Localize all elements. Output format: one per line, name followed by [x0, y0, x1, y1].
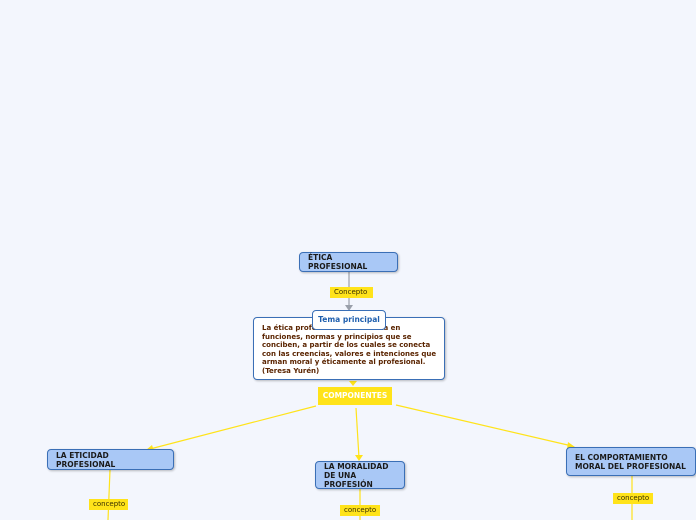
link-label-concepto[interactable]: Concepto — [330, 287, 373, 298]
connector-branch-1-down — [107, 469, 111, 520]
branch-comportamiento-moral[interactable]: EL COMPORTAMIENTO MORAL DEL PROFESIONAL — [566, 447, 696, 476]
connector-definition-arrowhead — [349, 381, 357, 386]
branch-eticidad-profesional[interactable]: LA ETICIDAD PROFESIONAL — [47, 449, 174, 470]
connector-components-center-arrowhead — [355, 455, 363, 461]
connector-components-center — [355, 407, 360, 459]
connector-components-right — [395, 404, 573, 447]
main-topic-label[interactable]: Tema principal — [312, 310, 386, 330]
connector-root-arrowhead — [345, 305, 353, 311]
connector-components-left — [149, 405, 317, 450]
branch-moralidad-profesion[interactable]: LA MORALIDAD DE UNA PROFESIÓN — [315, 461, 405, 489]
root-topic-etica-profesional[interactable]: ÉTICA PROFESIONAL — [299, 252, 398, 272]
branch-1-link-label[interactable]: concepto — [89, 499, 128, 510]
branch-3-link-label[interactable]: concepto — [613, 493, 653, 504]
branch-2-link-label[interactable]: concepto — [340, 505, 380, 516]
components-node[interactable]: COMPONENTES — [318, 387, 392, 405]
